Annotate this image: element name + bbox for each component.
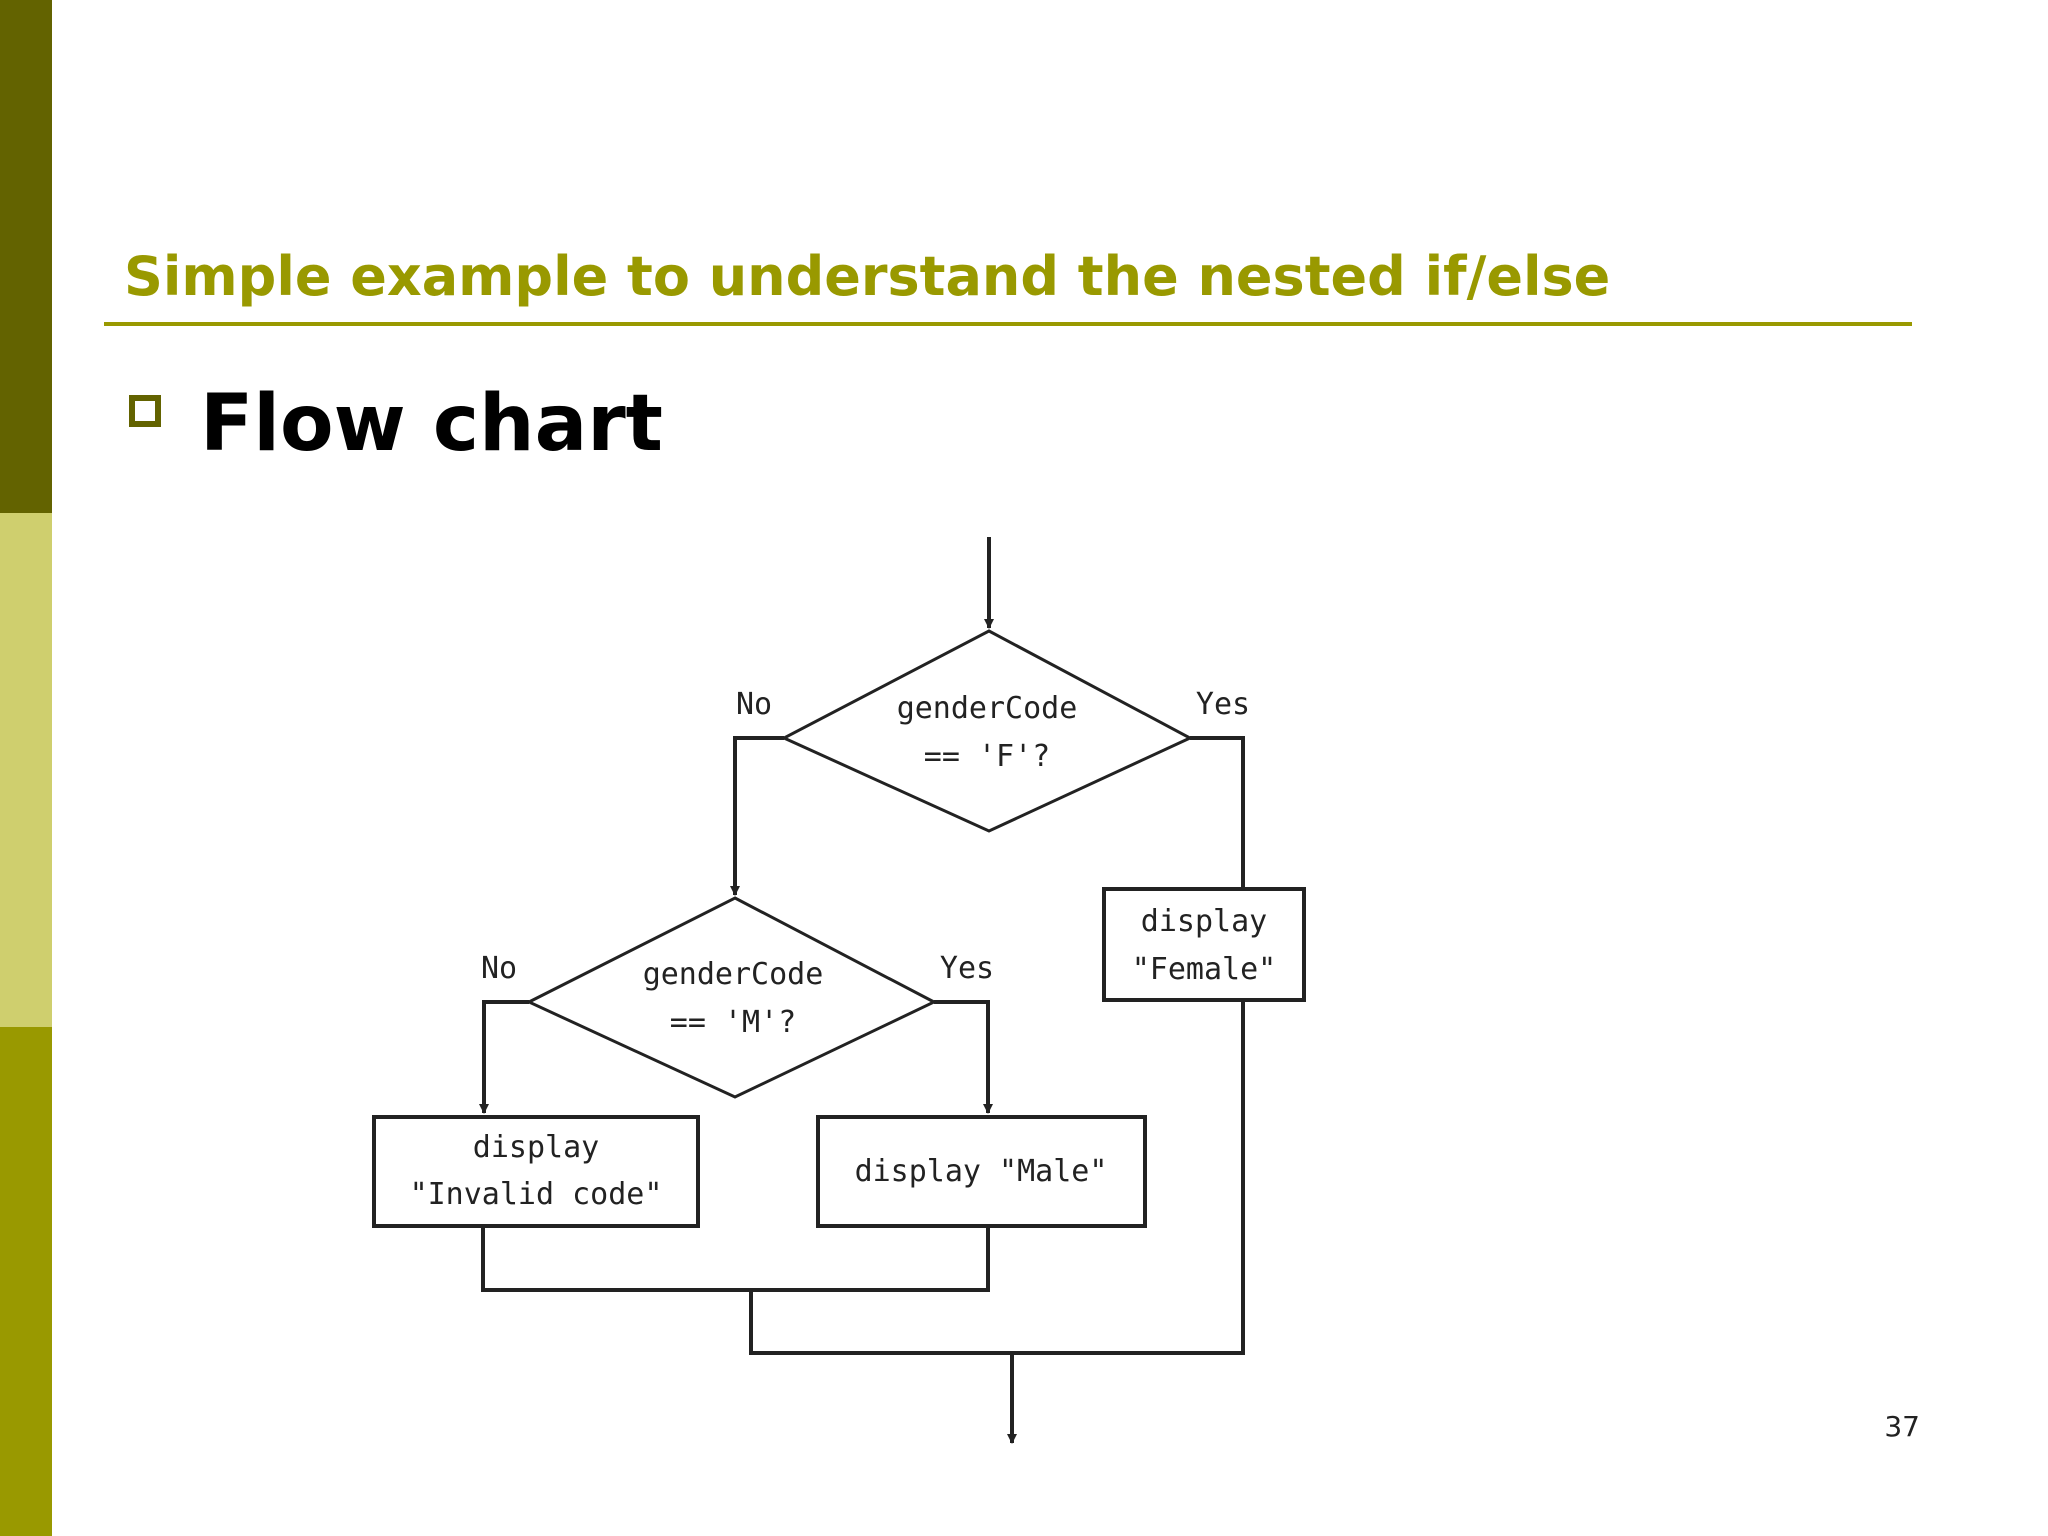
decision-m-line1: genderCode bbox=[643, 957, 824, 992]
box-female-line2: "Female" bbox=[1132, 952, 1277, 987]
decision-diamond-f bbox=[780, 629, 1194, 833]
decision-m-yes-label: Yes bbox=[940, 951, 994, 986]
title-underline bbox=[104, 322, 1912, 326]
box-invalid-line1: display bbox=[473, 1130, 599, 1165]
box-male-line1: display "Male" bbox=[855, 1154, 1108, 1189]
f-yes-connector bbox=[1190, 736, 1245, 889]
m-no-connector bbox=[479, 1000, 529, 1114]
m-yes-connector bbox=[934, 1000, 993, 1114]
decision-f-line1: genderCode bbox=[897, 691, 1078, 726]
connector-lines bbox=[479, 537, 1245, 1444]
decision-f-line2: == 'F'? bbox=[924, 739, 1050, 774]
box-invalid-line2: "Invalid code" bbox=[410, 1177, 663, 1212]
slide-title: Simple example to understand the nested … bbox=[124, 245, 1611, 308]
process-box-female bbox=[1102, 887, 1306, 1002]
page-number: 37 bbox=[1884, 1410, 1920, 1443]
left-stripe-bottom bbox=[0, 1027, 52, 1536]
box-female-line1: display bbox=[1141, 904, 1267, 939]
process-box-invalid-code bbox=[372, 1115, 700, 1228]
inner-merge-connector bbox=[481, 1226, 990, 1292]
left-stripe-middle bbox=[0, 513, 52, 1027]
decision-diamond-m bbox=[525, 896, 938, 1099]
outer-merge-connector bbox=[749, 1000, 1245, 1355]
decision-f-no-label: No bbox=[736, 687, 772, 722]
decision-m-no-label: No bbox=[481, 951, 517, 986]
decision-f-yes-label: Yes bbox=[1196, 687, 1250, 722]
decision-m-line2: == 'M'? bbox=[670, 1005, 796, 1040]
square-bullet-icon bbox=[129, 395, 161, 427]
bullet-heading: Flow chart bbox=[200, 379, 663, 469]
f-no-connector bbox=[730, 736, 784, 896]
process-box-male bbox=[816, 1115, 1147, 1228]
left-stripe-top bbox=[0, 0, 52, 513]
